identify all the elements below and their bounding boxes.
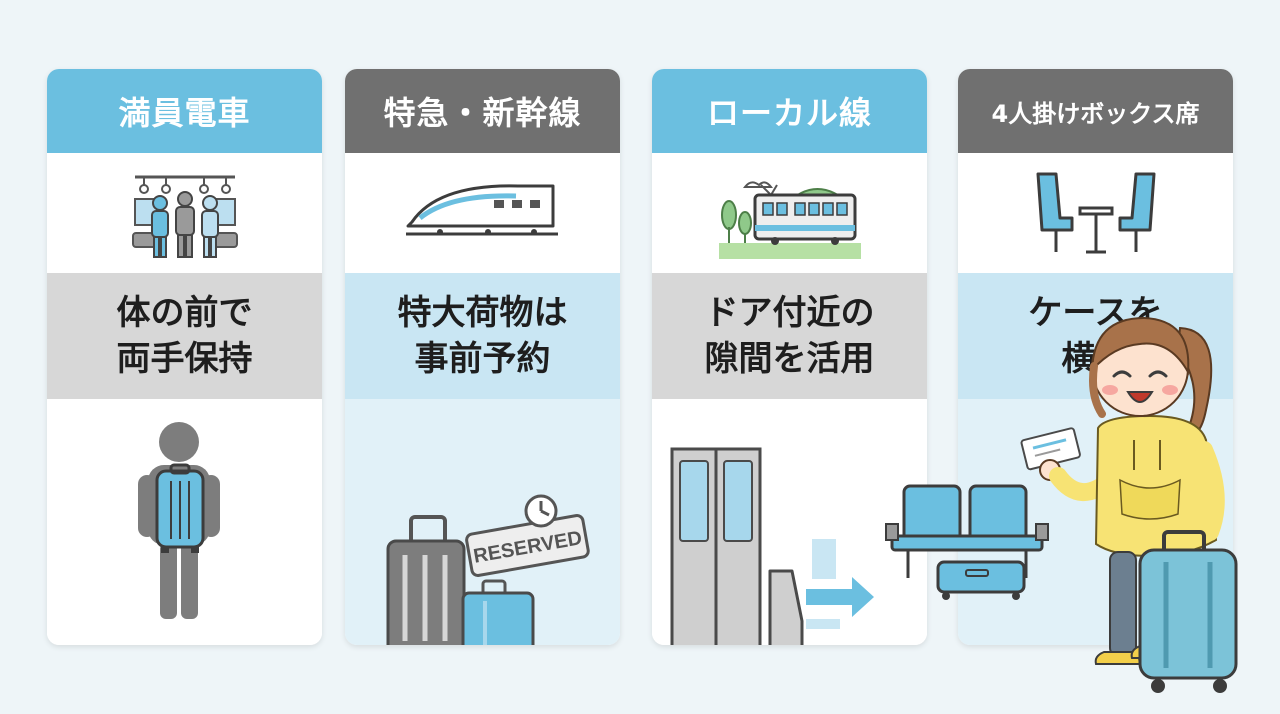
tip-band: 特大荷物は 事前予約	[345, 273, 620, 399]
crowded-train-icon-zone	[47, 153, 322, 273]
tip-line-2: 隙間を活用	[704, 339, 875, 379]
door-gap-icon	[670, 447, 874, 645]
tip-line-1: 特大荷物は	[397, 293, 568, 333]
tip-line-2: 両手保持	[116, 339, 253, 379]
bench-seat-with-suitcase-icon	[885, 484, 1049, 600]
shinkansen-icon-zone	[345, 153, 620, 273]
card-express-shinkansen: 特急・新幹線 特大荷物は 事前予約 RESERVED	[345, 69, 620, 645]
card-title: ローカル線	[652, 69, 927, 153]
tip-line-1: 体の前で	[116, 293, 253, 333]
illustration-zone: RESERVED	[345, 399, 620, 645]
tip-line-1: ドア付近の	[704, 293, 875, 333]
illustration-zone	[652, 399, 927, 645]
local-train-icon	[718, 181, 861, 259]
local-train-icon-zone	[652, 153, 927, 273]
illustration-zone	[47, 399, 322, 645]
card-title: 特急・新幹線	[345, 69, 620, 153]
card-title: 満員電車	[47, 69, 322, 153]
tip-line-2: 事前予約	[414, 339, 551, 379]
card-local-line: ローカル線 ドア付近の 隙間を活用	[652, 69, 927, 645]
backpack-front-person-icon	[138, 422, 220, 619]
tip-band: ドア付近の 隙間を活用	[652, 273, 927, 399]
crowded-train-icon	[131, 175, 238, 258]
card-title: 4人掛けボックス席	[958, 69, 1233, 153]
card-crowded-train: 満員電車	[47, 69, 322, 645]
reserved-luggage-icon: RESERVED	[386, 494, 590, 645]
tip-band: 体の前で 両手保持	[47, 273, 322, 399]
shinkansen-icon	[405, 184, 558, 236]
box-seat-icon	[1036, 172, 1155, 254]
box-seat-icon-zone	[958, 153, 1233, 273]
traveler-girl-icon	[1020, 316, 1238, 693]
